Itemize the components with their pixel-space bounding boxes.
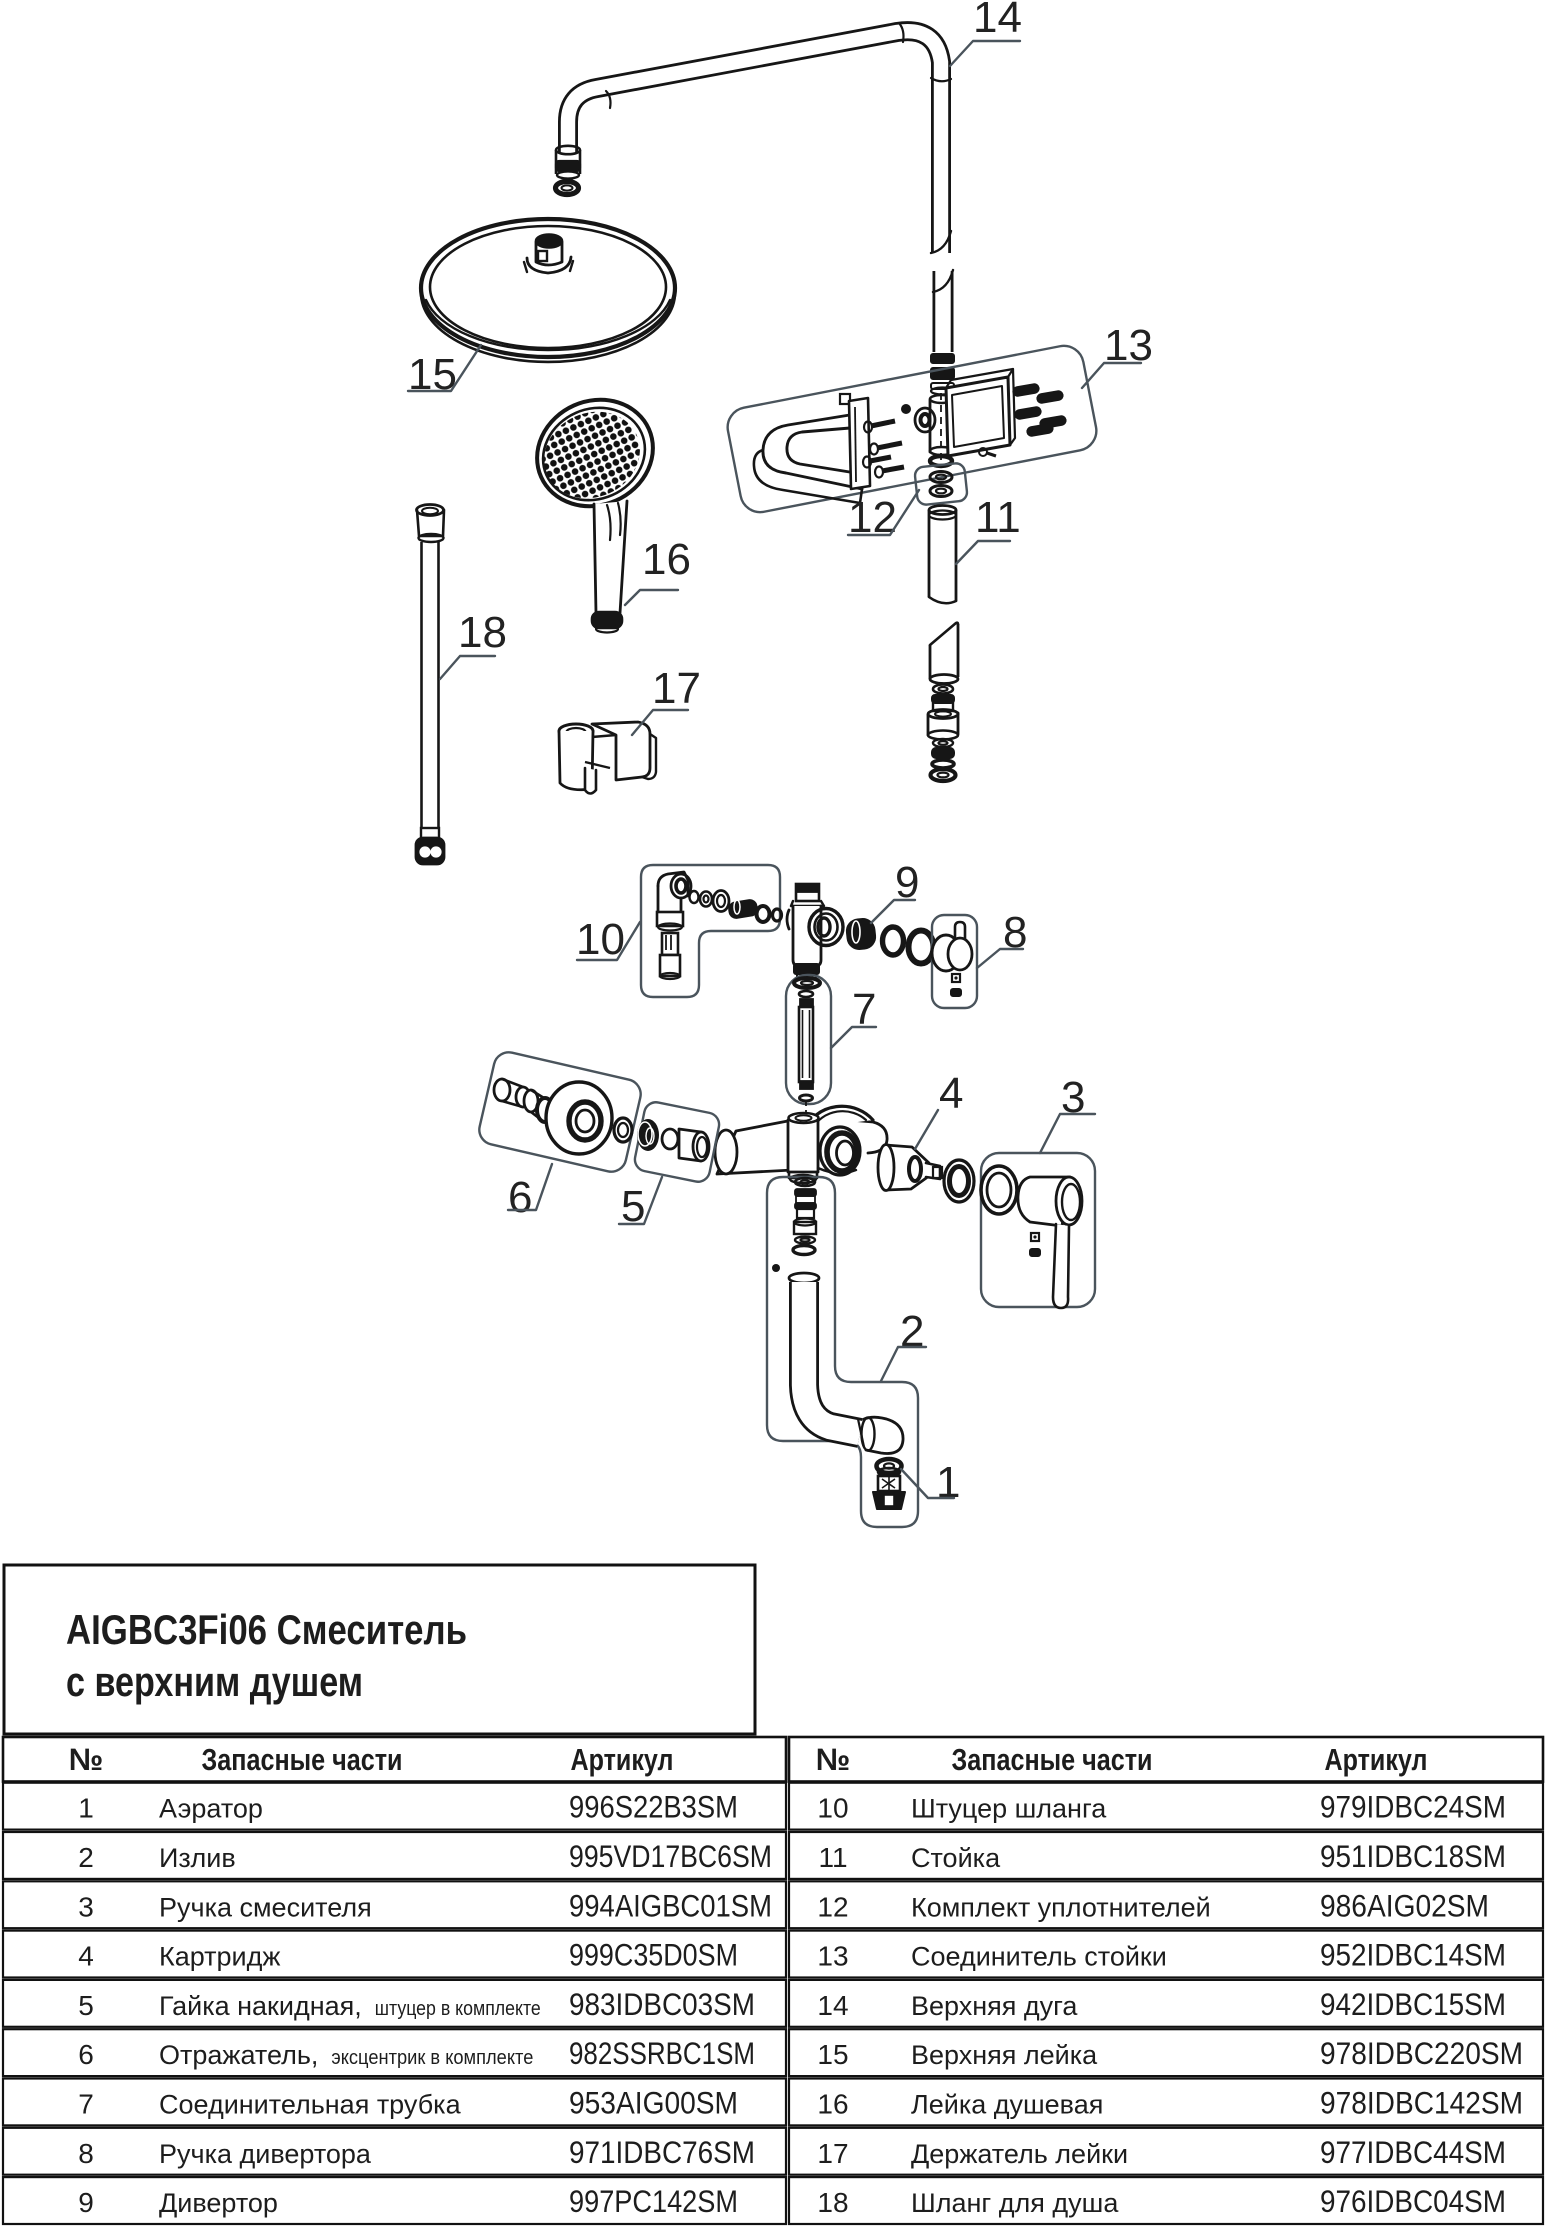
svg-text:982SSRBC1SM: 982SSRBC1SM — [569, 2035, 755, 2071]
svg-text:9: 9 — [78, 2187, 94, 2218]
svg-text:994AIGBC01SM: 994AIGBC01SM — [569, 1887, 772, 1923]
svg-text:5: 5 — [78, 1990, 94, 2021]
svg-text:15: 15 — [817, 2039, 848, 2070]
svg-text:14: 14 — [817, 1990, 848, 2021]
svg-text:16: 16 — [642, 535, 691, 584]
svg-text:с верхним душем: с верхним душем — [66, 1658, 363, 1705]
svg-text:Соединительная трубка: Соединительная трубка — [159, 2090, 462, 2120]
svg-text:952IDBC14SM: 952IDBC14SM — [1320, 1937, 1506, 1973]
svg-text:2: 2 — [900, 1307, 924, 1356]
svg-text:Держатель лейки: Держатель лейки — [911, 2139, 1128, 2169]
svg-text:986AIG02SM: 986AIG02SM — [1320, 1887, 1489, 1923]
svg-text:17: 17 — [652, 664, 701, 713]
svg-text:1: 1 — [78, 1793, 94, 1824]
svg-text:Излив: Излив — [159, 1843, 236, 1873]
svg-text:997PC142SM: 997PC142SM — [569, 2183, 738, 2219]
svg-text:Лейка душевая: Лейка душевая — [911, 2090, 1103, 2120]
svg-text:3: 3 — [78, 1891, 94, 1922]
svg-text:Стойка: Стойка — [911, 1843, 1001, 1873]
svg-text:Соединитель стойки: Соединитель стойки — [911, 1942, 1167, 1972]
svg-text:Артикул: Артикул — [571, 1742, 674, 1777]
svg-text:Запасные части: Запасные части — [952, 1742, 1153, 1777]
svg-text:995VD17BC6SM: 995VD17BC6SM — [569, 1838, 772, 1874]
svg-text:951IDBC18SM: 951IDBC18SM — [1320, 1838, 1506, 1874]
svg-text:976IDBC04SM: 976IDBC04SM — [1320, 2183, 1506, 2219]
svg-text:18: 18 — [817, 2187, 848, 2218]
svg-text:11: 11 — [818, 1842, 847, 1873]
svg-text:10: 10 — [576, 915, 625, 964]
svg-text:978IDBC220SM: 978IDBC220SM — [1320, 2035, 1523, 2071]
svg-text:979IDBC24SM: 979IDBC24SM — [1320, 1789, 1506, 1825]
svg-text:16: 16 — [817, 2089, 848, 2120]
svg-text:№: № — [816, 1742, 851, 1777]
svg-text:Штуцер шланга: Штуцер шланга — [911, 1794, 1107, 1824]
svg-text:999C35D0SM: 999C35D0SM — [569, 1937, 738, 1973]
svg-text:Ручка смесителя: Ручка смесителя — [159, 1892, 372, 1922]
svg-text:14: 14 — [973, 0, 1022, 42]
svg-text:Комплект уплотнителей: Комплект уплотнителей — [911, 1892, 1211, 1922]
svg-text:Запасные части: Запасные части — [202, 1742, 403, 1777]
svg-text:Картридж: Картридж — [159, 1942, 280, 1972]
svg-text:Аэратор: Аэратор — [159, 1794, 263, 1824]
svg-text:6: 6 — [508, 1173, 532, 1222]
svg-text:1: 1 — [936, 1458, 960, 1507]
svg-text:Ручка дивертора: Ручка дивертора — [159, 2139, 372, 2169]
svg-text:17: 17 — [817, 2138, 848, 2169]
svg-text:10: 10 — [817, 1793, 848, 1824]
svg-text:7: 7 — [78, 2089, 94, 2120]
svg-text:942IDBC15SM: 942IDBC15SM — [1320, 1986, 1506, 2022]
svg-text:977IDBC44SM: 977IDBC44SM — [1320, 2134, 1506, 2170]
svg-text:978IDBC142SM: 978IDBC142SM — [1320, 2085, 1523, 2121]
svg-text:12: 12 — [817, 1891, 848, 1922]
svg-text:8: 8 — [78, 2138, 94, 2169]
svg-text:4: 4 — [939, 1069, 963, 1118]
svg-text:Артикул: Артикул — [1325, 1742, 1428, 1777]
svg-text:953AIG00SM: 953AIG00SM — [569, 2085, 738, 2121]
svg-text:971IDBC76SM: 971IDBC76SM — [569, 2134, 755, 2170]
svg-text:4: 4 — [78, 1941, 94, 1972]
svg-text:Верхняя дуга: Верхняя дуга — [911, 1991, 1078, 2021]
svg-text:Дивертор: Дивертор — [159, 2188, 278, 2218]
svg-text:Верхняя лейка: Верхняя лейка — [911, 2040, 1098, 2070]
svg-text:983IDBC03SM: 983IDBC03SM — [569, 1986, 755, 2022]
svg-text:2: 2 — [78, 1842, 94, 1873]
svg-text:11: 11 — [975, 493, 1021, 542]
svg-text:Шланг для душа: Шланг для душа — [911, 2188, 1119, 2218]
svg-text:13: 13 — [817, 1941, 848, 1972]
svg-text:18: 18 — [458, 608, 507, 657]
svg-text:AIGBC3Fi06 Смеситель: AIGBC3Fi06 Смеситель — [66, 1606, 467, 1653]
svg-text:996S22B3SM: 996S22B3SM — [569, 1789, 738, 1825]
svg-text:№: № — [69, 1742, 104, 1777]
svg-text:6: 6 — [78, 2039, 94, 2070]
